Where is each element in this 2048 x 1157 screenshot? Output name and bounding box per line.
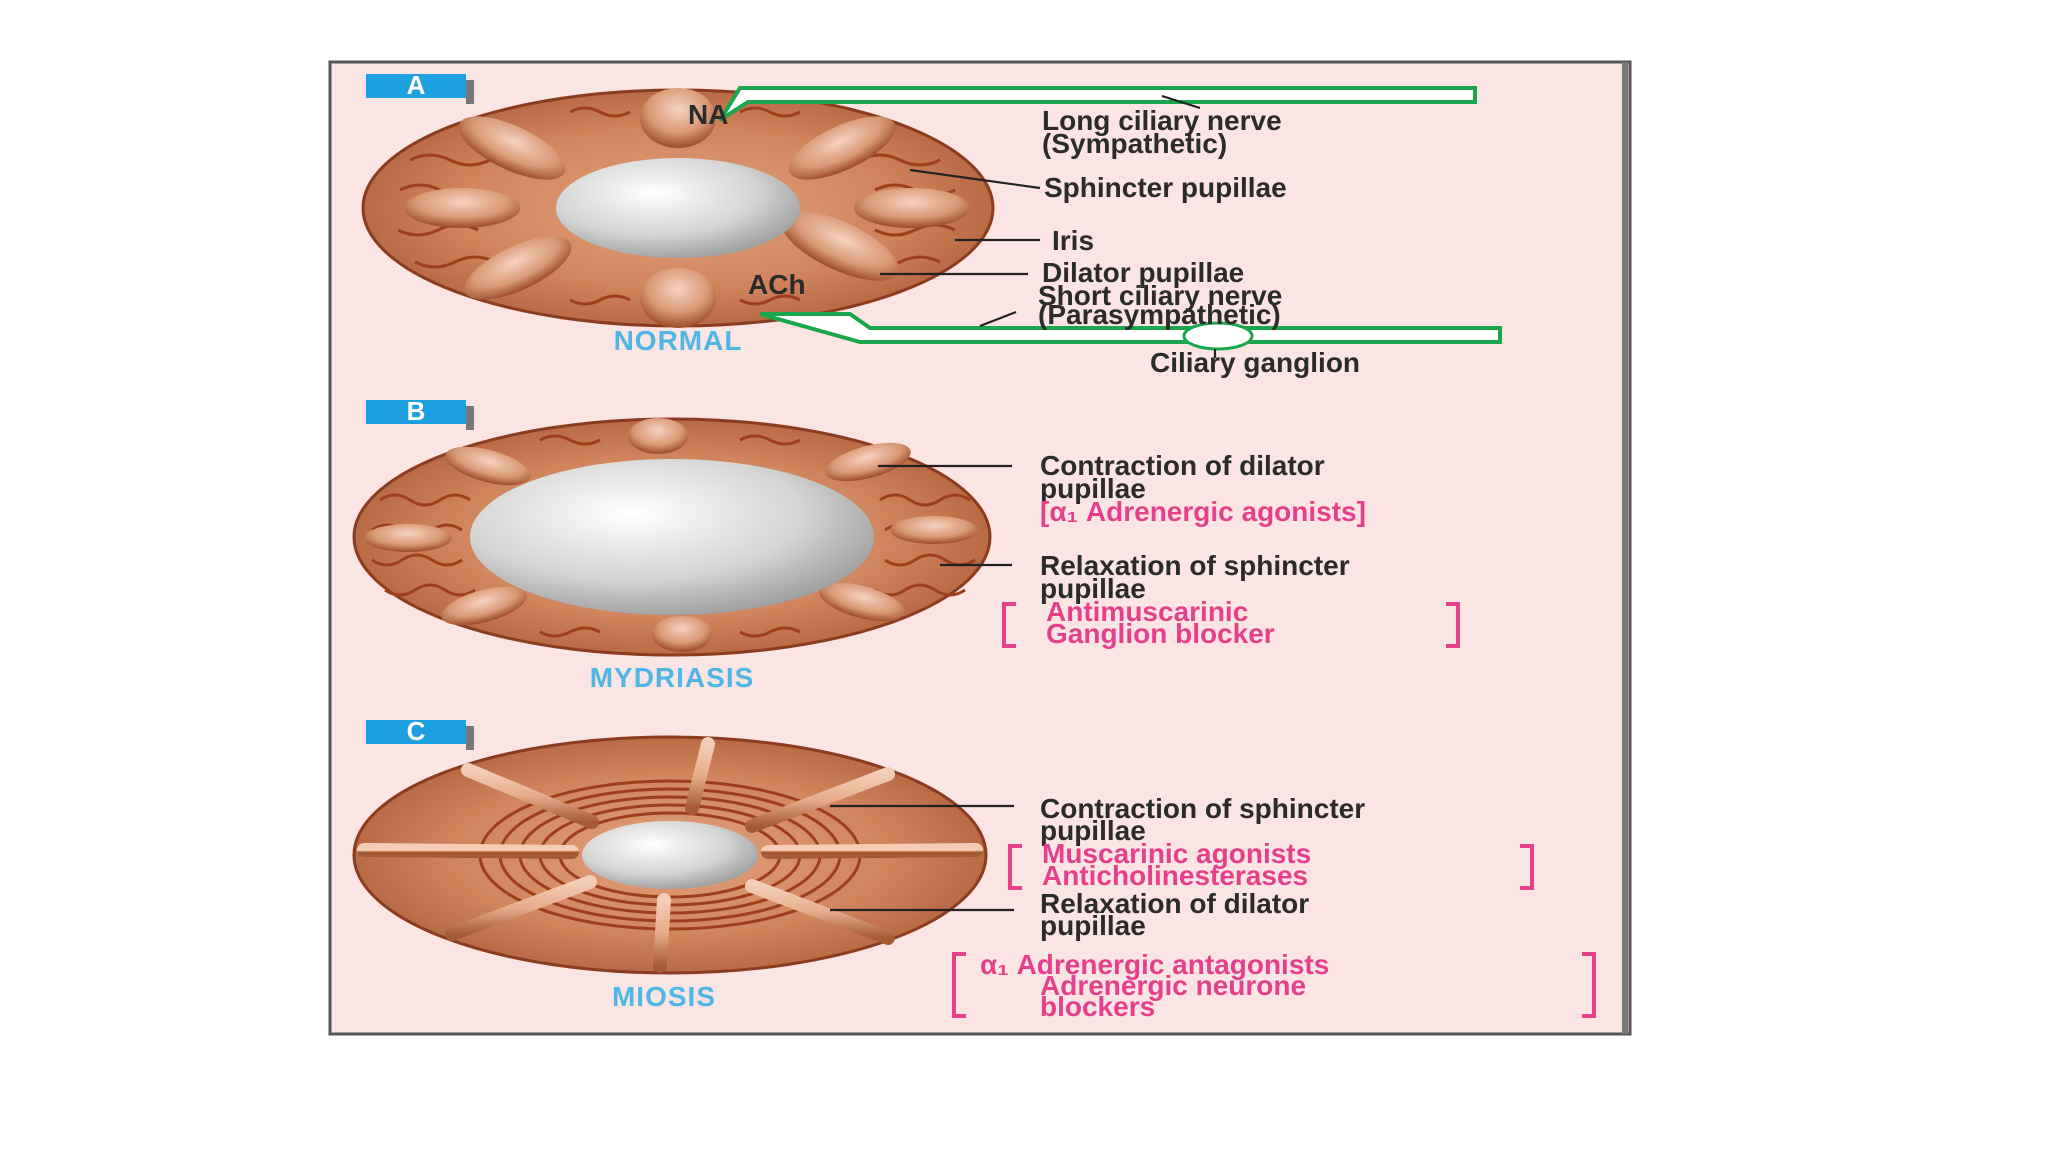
sphincter-muscles-a <box>404 88 970 328</box>
short-nerve-label-1: Short ciliary nerve <box>1038 280 1282 311</box>
panel-c-tag-shadow <box>466 726 474 750</box>
c-line1-a: Contraction of sphincter <box>1040 793 1365 824</box>
caption-miosis: MIOSIS <box>612 981 716 1012</box>
long-nerve-label-2: (Sympathetic) <box>1042 128 1227 159</box>
panel-b-tag <box>366 400 466 424</box>
b-drug2-b: Ganglion blocker <box>1046 618 1275 649</box>
c-drug2-b: Adrenergic neurone <box>1040 970 1306 1001</box>
pupil-mydriasis <box>470 459 874 615</box>
caption-normal: NORMAL <box>614 325 743 356</box>
caption-mydriasis: MYDRIASIS <box>590 662 755 693</box>
c-bracket2-left <box>952 952 966 1018</box>
c-bracket1-right <box>1520 844 1534 890</box>
b-drug1: [α₁ Adrenergic agonists] <box>1040 496 1366 527</box>
b-line2-a: Relaxation of sphincter <box>1040 550 1350 581</box>
c-drug2-a: α₁ Adrenergic antagonists <box>980 949 1329 980</box>
b-drug2-a: Antimuscarinic <box>1046 596 1248 627</box>
long-ciliary-nerve <box>718 86 1477 122</box>
c-drug1-a: Muscarinic agonists <box>1042 838 1311 869</box>
panel-a: A <box>361 70 1502 378</box>
ganglion-label: Ciliary ganglion <box>1150 347 1360 378</box>
ach-label: ACh <box>748 269 806 300</box>
panel-a-tag-shadow <box>466 80 474 104</box>
panel-b-tag-label: B <box>407 396 426 426</box>
short-ciliary-nerve <box>759 310 1502 358</box>
iris-label: Iris <box>1052 225 1094 256</box>
panel-c: C Contraction of sphincter pupillae Musc… <box>352 716 1596 1022</box>
long-nerve-label-1: Long ciliary nerve <box>1042 105 1282 136</box>
sphincter-label: Sphincter pupillae <box>1044 172 1287 203</box>
frame-shadow <box>1622 62 1628 1034</box>
b-bracket-left <box>1002 602 1016 648</box>
c-bracket2-right <box>1582 952 1596 1018</box>
c-line1-b: pupillae <box>1040 815 1146 846</box>
c-drug2-c: blockers <box>1040 991 1155 1022</box>
dilator-spokes-c <box>357 737 983 973</box>
sphincter-muscles-b <box>364 418 978 652</box>
c-drug1-b: Anticholinesterases <box>1042 860 1308 891</box>
panel-b-tag-shadow <box>466 406 474 430</box>
panel-c-tag-label: C <box>407 716 426 746</box>
b-line1-b: pupillae <box>1040 473 1146 504</box>
c-line2-b: pupillae <box>1040 910 1146 941</box>
pupil-miosis <box>582 821 758 889</box>
c-bracket1-left <box>1008 844 1022 890</box>
dilator-label: Dilator pupillae <box>1042 257 1244 288</box>
panel-c-tag <box>366 720 466 744</box>
panel-a-tag <box>366 74 466 98</box>
panel-a-tag-label: A <box>407 70 426 100</box>
b-line1-a: Contraction of dilator <box>1040 450 1325 481</box>
leader-sphincter <box>909 168 1041 190</box>
b-bracket-right <box>1446 602 1460 648</box>
b-line2-b: pupillae <box>1040 573 1146 604</box>
panel-b: B Contraction <box>352 396 1460 693</box>
na-label: NA <box>688 99 728 130</box>
c-line2-a: Relaxation of dilator <box>1040 888 1309 919</box>
pupil-normal <box>556 158 800 258</box>
ciliary-ganglion-shape <box>1182 321 1254 351</box>
short-nerve-label-2: (Parasympathetic) <box>1038 299 1281 330</box>
